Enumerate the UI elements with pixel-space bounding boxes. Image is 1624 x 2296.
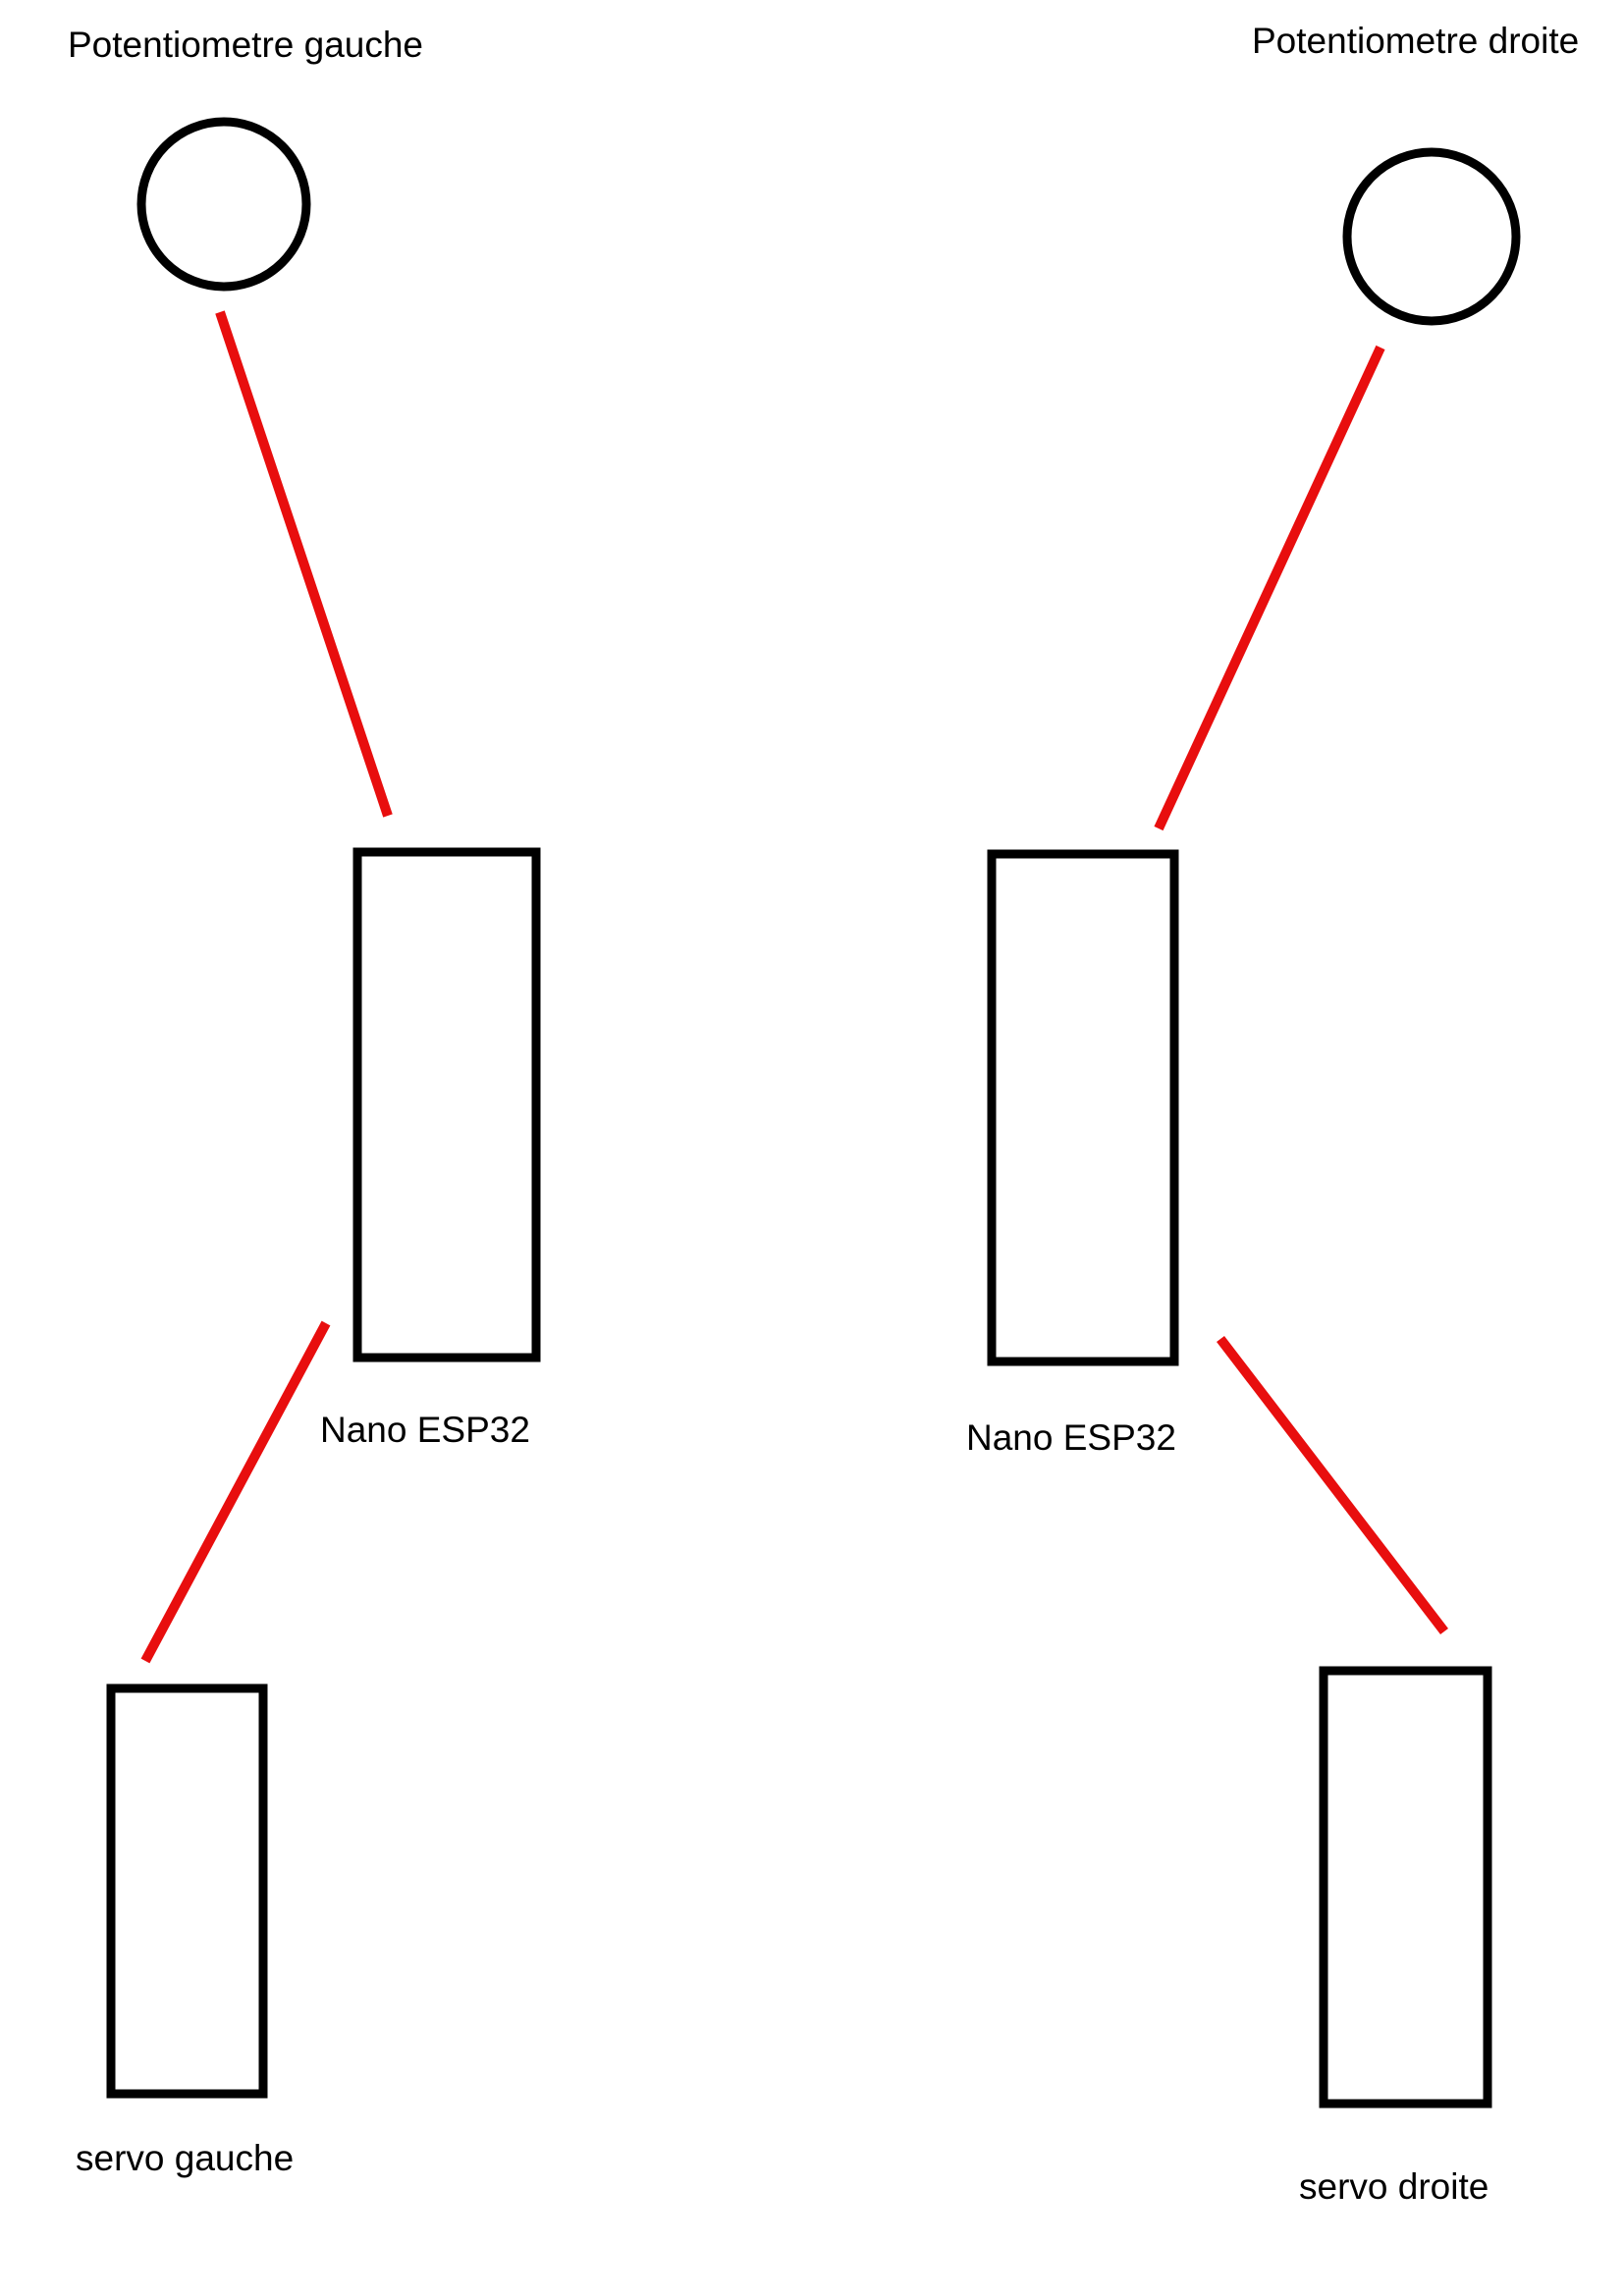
label-board-right: Nano ESP32 [966,1417,1176,1458]
wire-pot-right-to-board-right [1154,345,1385,831]
label-servo-left: servo gauche [76,2138,294,2178]
label-potentiometer-left: Potentiometre gauche [68,25,423,65]
wire-board-right-to-servo-right [1217,1335,1448,1635]
board-left [352,847,541,1362]
wire-pot-left-to-board-left [215,310,393,818]
label-servo-right: servo droite [1299,2166,1489,2207]
servo-left [106,1683,268,2099]
label-potentiometer-right: Potentiometre droite [1252,21,1579,61]
wire-board-left-to-servo-left [140,1320,331,1664]
label-board-left: Nano ESP32 [320,1410,530,1450]
potentiometer-right [1342,147,1521,326]
servo-right [1319,1666,1492,2109]
potentiometer-left [136,117,311,292]
board-right [987,849,1179,1366]
